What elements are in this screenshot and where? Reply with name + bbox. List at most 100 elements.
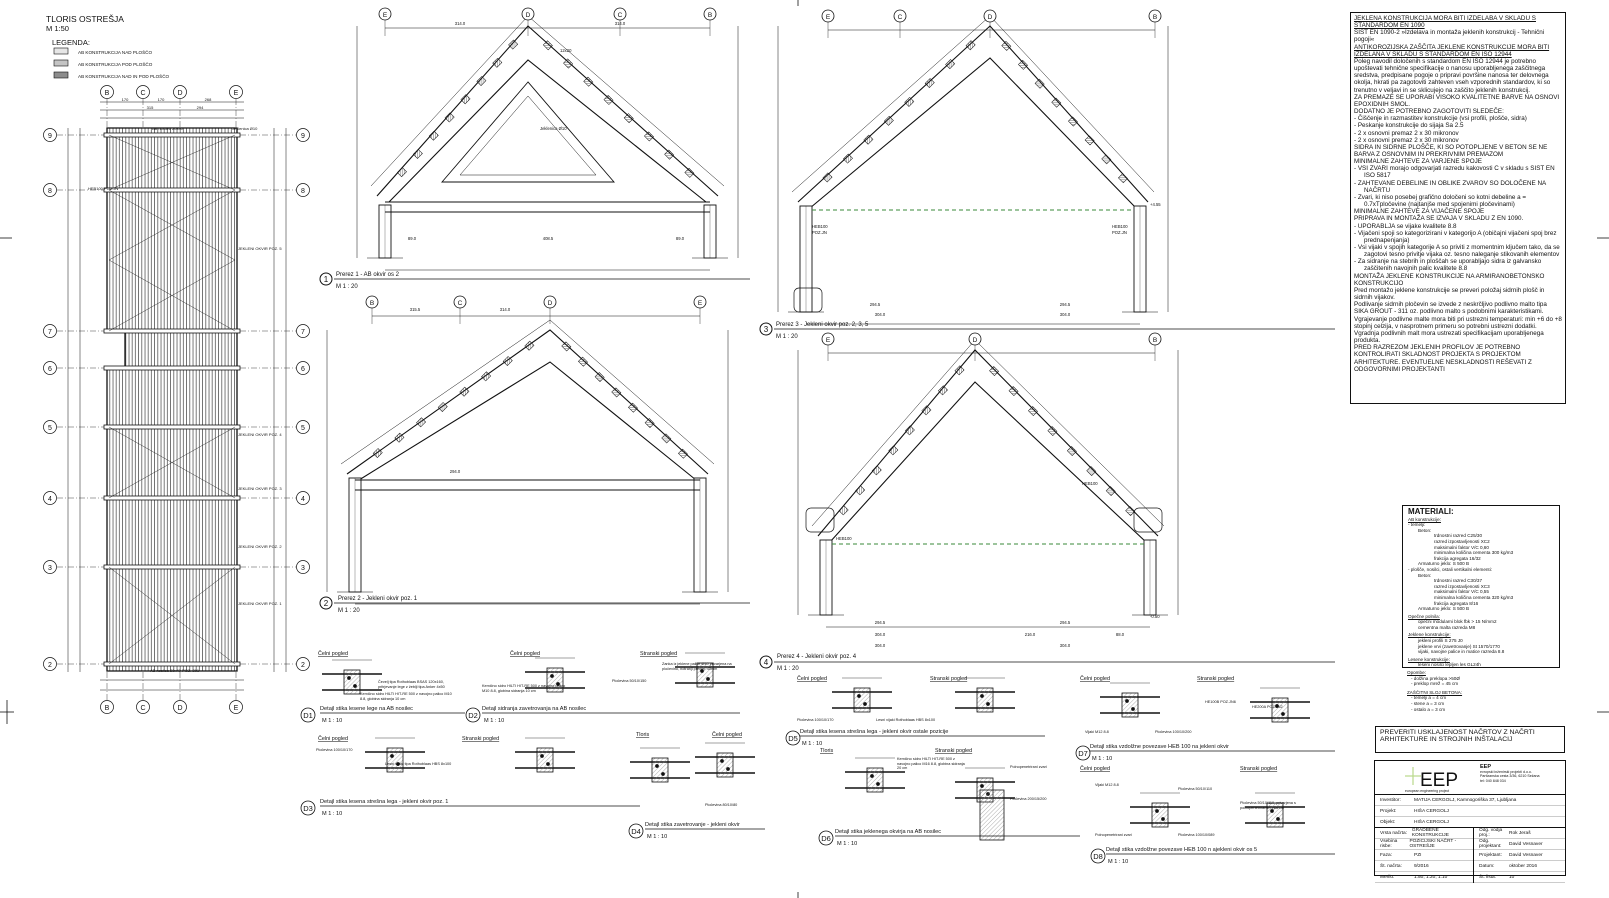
field-label: Faza: — [1380, 852, 1392, 858]
axis-label: E — [826, 337, 831, 344]
axis-marker — [43, 361, 57, 375]
field-value: oktober 2016 — [1509, 863, 1538, 869]
bolt — [706, 677, 710, 681]
joists-area — [124, 330, 238, 369]
section-number: 4 — [764, 658, 769, 667]
section-number: 3 — [764, 325, 769, 334]
plan-label: JEKLENI OKVIR POZ. 1 — [238, 601, 282, 606]
rafter-outer — [797, 25, 1149, 203]
frame-inner-triangle — [459, 95, 597, 176]
material-line: cementna malta razreda M8 — [1418, 624, 1476, 630]
field-label: Št. načrta: — [1380, 863, 1402, 869]
member-label: HEB100 — [836, 536, 852, 541]
material-line: frakcija agregata 16/32 — [1434, 555, 1481, 561]
bolt — [546, 762, 550, 766]
axis-label: 5 — [301, 425, 305, 432]
field-label: Objekt: — [1380, 819, 1396, 825]
axis-label: B — [708, 12, 712, 19]
material-line: leseni nosilci lepljen les GL24h — [1418, 662, 1481, 668]
bolt — [986, 702, 990, 706]
purlin — [524, 340, 535, 351]
steel-frame-beam — [103, 365, 241, 371]
view-label: Stranski pogled — [1197, 676, 1234, 682]
axis-label: 7 — [48, 329, 52, 336]
concrete-column — [979, 789, 1005, 841]
cover-line: - ostalo a = 3 cm — [1411, 706, 1446, 712]
view-label: Čelni pogled — [318, 650, 348, 657]
purlin — [1028, 406, 1038, 417]
detail-drawing — [1245, 792, 1305, 828]
materials-title: MATERIALI: — [1408, 507, 1454, 516]
purlin — [678, 448, 688, 459]
detail-title: Detajl stika vzdolžne povezave HEB 100 n… — [1090, 744, 1229, 750]
detail-scale: M 1 : 10 — [647, 834, 667, 840]
details — [322, 652, 1310, 841]
material-line: maksimalni faktor V/C 0,55 — [1434, 589, 1489, 595]
dimension: 314.0 — [615, 21, 626, 26]
field-value: HIŠA CERGOLJ — [1414, 819, 1449, 825]
detail-drawing — [630, 747, 690, 783]
detail-drawing — [1250, 687, 1310, 723]
callout-note: Pločevina 100/10/200 — [1155, 730, 1192, 734]
note-line: ZA PREMAZE SE UPORABI VISOKO KVALITETNE … — [1354, 93, 1560, 108]
field-value: David Vesnaver — [1509, 852, 1543, 858]
plan-label: JEKLENI OKVIR POZ. 4 — [238, 432, 282, 437]
dimension: 294.5 — [1060, 302, 1071, 307]
detail-number: D6 — [821, 834, 831, 843]
detail-drawing — [322, 659, 382, 695]
detail-drawing — [365, 737, 425, 773]
detail-number-marker — [465, 707, 481, 723]
purlin — [924, 78, 935, 88]
detail-number-marker — [1075, 745, 1091, 761]
purlin — [871, 465, 882, 476]
purlin — [1001, 40, 1012, 51]
callout-note: HE200A POZ.JN2 — [1252, 705, 1283, 709]
note-line: - VSI ZVARI morajo odgovarjati razredu k… — [1354, 165, 1555, 180]
detail-title: Detajl stika lesena strešna lega - jekle… — [800, 729, 948, 735]
bolt — [1281, 712, 1285, 716]
note-line: - Peskanje konstrukcije do sijaja Sa 2.5 — [1354, 122, 1464, 130]
steel-frame-beam — [103, 328, 241, 334]
view-label: Stranski pogled — [1240, 766, 1277, 772]
section-4-title: 4 Prerez 4 - Jekleni okvir poz. 4 M 1 : … — [759, 654, 1335, 672]
plate — [546, 667, 564, 693]
field-label: Investitor: — [1380, 797, 1401, 803]
callout-note: Pločevina 200/15/200 — [1010, 797, 1047, 801]
purlin — [561, 341, 572, 352]
field-value: POZICIJSKI NAČRT - OSTREŠJE — [1409, 839, 1457, 849]
field-label: Vrsta načrta: — [1380, 830, 1408, 836]
detail-drawing — [832, 677, 892, 713]
view-label: Tloris — [820, 748, 833, 754]
dimension: 170 — [158, 97, 165, 102]
material-line: vijaki, navojne palice in matice razreda… — [1418, 649, 1505, 655]
member-labels: 12x20 Jeklenica Ø10 HEB100 POZ.JN HEB100… — [540, 48, 1161, 619]
field-label: Datum: — [1479, 863, 1495, 869]
purlin — [644, 131, 654, 142]
dimension: 294.5 — [870, 302, 881, 307]
plate — [343, 669, 361, 695]
detail-number: D4 — [631, 827, 641, 836]
material-line: Opečne polnila: — [1408, 613, 1440, 619]
purlin — [921, 405, 932, 416]
purlin — [1047, 426, 1058, 437]
section-number-marker — [319, 596, 333, 610]
company-line: evropski inženirski projekti d.o.o. — [1480, 770, 1532, 774]
axis-label: 8 — [301, 188, 305, 195]
dimension: 170 — [122, 97, 129, 102]
section-dimensions: 314.0 314.0 408.5 89.0 89.0 315.5 314.0 … — [408, 21, 1125, 648]
detail-title: Detajl sidranja zavetrovanja na AB nosil… — [482, 706, 586, 712]
elevation-label: -0.50 — [1150, 614, 1160, 619]
material-line: razred izpostavljenosti XC2 — [1434, 538, 1490, 544]
dimension: 88.0 — [1116, 632, 1125, 637]
callout-note: Polnopenetrirani zvari — [1010, 765, 1047, 769]
section-titles: 1 Prerez 1 - AB okvir os 2 M 1 : 20 2 Pr… — [319, 272, 1335, 672]
field-label: Odg. vodja proj.: — [1479, 828, 1503, 838]
material-line: minimalna količina cementa 300 kg/m3 — [1434, 550, 1514, 556]
view-label: Stranski pogled — [462, 736, 499, 742]
purlin — [842, 153, 853, 164]
